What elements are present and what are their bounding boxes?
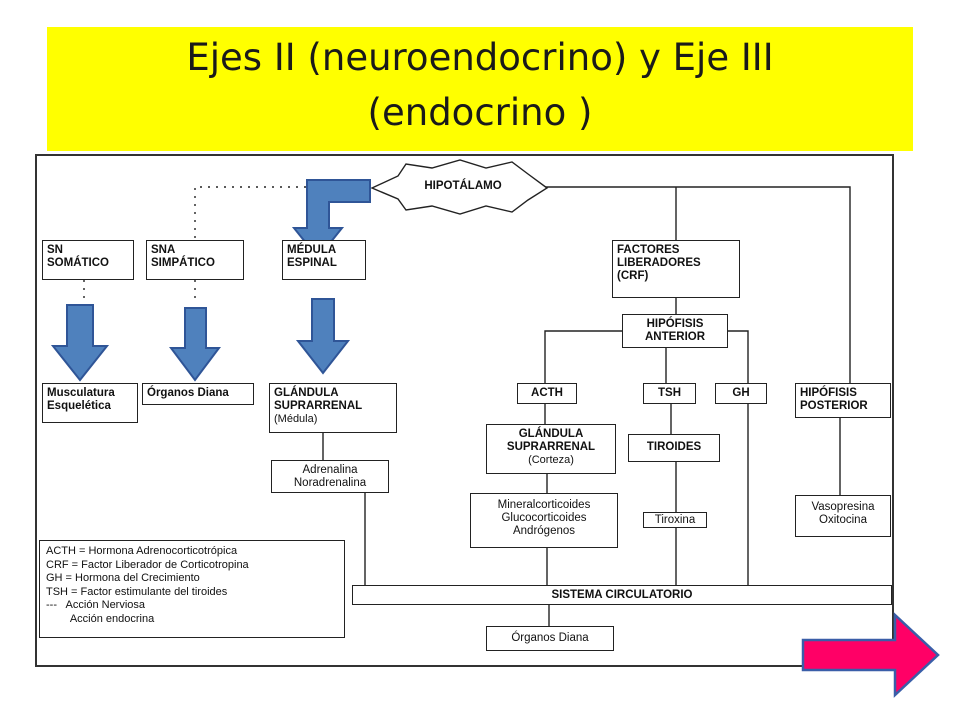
box-line: SUPRARRENAL <box>274 400 363 412</box>
title-line-1: Ejes II (neuroendocrino) y Eje III <box>186 36 774 79</box>
down-arrow-icon <box>295 298 351 375</box>
box-line: SOMÁTICO <box>47 257 109 269</box>
title-line-2: (endocrino ) <box>367 91 593 134</box>
box-line: Adrenalina <box>302 464 358 476</box>
down-arrow-icon <box>169 307 221 382</box>
diagram-frame <box>35 154 894 667</box>
endocrine-line <box>545 186 851 383</box>
box-line: FACTORES <box>617 244 680 256</box>
medula-espinal-box: MÉDULA ESPINAL <box>282 240 366 280</box>
next-slide-arrow-icon[interactable] <box>801 612 940 698</box>
box-line: (Médula) <box>274 413 318 425</box>
endocrine-line <box>728 330 749 383</box>
box-line: LIBERADORES <box>617 257 701 269</box>
box-line: ESPINAL <box>287 257 337 269</box>
box-line: GLÁNDULA <box>274 387 339 399</box>
tiroxina-box: Tiroxina <box>643 512 707 528</box>
box-line: MÉDULA <box>287 244 337 256</box>
musculatura-box: Musculatura Esquelética <box>42 383 138 423</box>
box-line: HIPÓFISIS <box>800 387 857 399</box>
hipotalamo-star-shape <box>370 159 549 215</box>
organos-diana-bottom-box: Órganos Diana <box>486 626 614 651</box>
legend-box: ACTH = Hormona Adrenocorticotrópica CRF … <box>39 540 345 638</box>
box-line: HIPÓFISIS <box>646 318 704 330</box>
glandula-medula-box: GLÁNDULA SUPRARRENAL (Médula) <box>269 383 397 433</box>
sna-simpatico-box: SNA SIMPÁTICO <box>146 240 244 280</box>
box-line: Andrógenos <box>512 525 576 537</box>
down-arrow-icon <box>50 304 110 382</box>
tsh-box: TSH <box>643 383 696 404</box>
box-line: (CRF) <box>617 270 649 282</box>
organos-diana-box: Órganos Diana <box>142 383 254 405</box>
box-line: TIROIDES <box>646 441 702 453</box>
box-line: ACTH <box>531 387 563 399</box>
box-line: Órganos Diana <box>147 387 229 399</box>
box-line: GH <box>732 387 750 399</box>
factores-liberadores-box: FACTORES LIBERADORES (CRF) <box>612 240 740 298</box>
box-line: Órganos Diana <box>511 632 589 644</box>
legend-entry: ACTH = Hormona Adrenocorticotrópica <box>46 545 238 557</box>
vasopresina-box: Vasopresina Oxitocina <box>795 495 891 537</box>
box-line: ANTERIOR <box>644 331 706 343</box>
legend-entry: CRF = Factor Liberador de Corticotropina <box>46 558 249 571</box>
box-line: Oxitocina <box>819 514 867 526</box>
box-line: Esquelética <box>47 400 111 412</box>
legend-entry: TSH = Factor estimulante del tiroides <box>46 585 228 598</box>
box-line: SNA <box>151 244 176 256</box>
box-line: GLÁNDULA <box>518 428 584 440</box>
box-line: Vasopresina <box>811 501 875 513</box>
tiroides-box: TIROIDES <box>628 434 720 462</box>
slide-title: Ejes II (neuroendocrino) y Eje III (endo… <box>47 30 913 140</box>
box-line: Tiroxina <box>654 514 696 526</box>
box-line: Musculatura <box>47 387 115 399</box>
box-line: Noradrenalina <box>293 477 367 489</box>
box-line: POSTERIOR <box>800 400 868 412</box>
hipofisis-anterior-box: HIPÓFISIS ANTERIOR <box>622 314 728 348</box>
endocrine-line <box>544 330 622 383</box>
gh-box: GH <box>715 383 767 404</box>
adrenalina-box: Adrenalina Noradrenalina <box>271 460 389 493</box>
box-line: SN <box>47 244 63 256</box>
box-line: SIMPÁTICO <box>151 257 215 269</box>
legend-entry: GH = Hormona del Crecimiento <box>46 572 200 584</box>
box-line: Mineralcorticoides <box>497 499 591 511</box>
sn-somatico-box: SN SOMÁTICO <box>42 240 134 280</box>
box-line: TSH <box>658 387 681 399</box>
hipotalamo-label: HIPOTÁLAMO <box>424 180 502 192</box>
sistema-circulatorio-box: SISTEMA CIRCULATORIO <box>352 585 892 605</box>
box-line: SISTEMA CIRCULATORIO <box>551 589 693 601</box>
acth-box: ACTH <box>517 383 577 404</box>
box-line: (Corteza) <box>528 454 574 466</box>
legend-entry: Acción endocrina <box>46 612 155 625</box>
box-line: SUPRARRENAL <box>506 441 596 453</box>
legend-entry: --- Acción Nerviosa <box>46 599 146 611</box>
glandula-corteza-box: GLÁNDULA SUPRARRENAL (Corteza) <box>486 424 616 474</box>
title-banner <box>47 27 913 151</box>
hormonas-corteza-box: Mineralcorticoides Glucocorticoides Andr… <box>470 493 618 548</box>
box-line: Glucocorticoides <box>501 512 587 524</box>
hipofisis-posterior-box: HIPÓFISIS POSTERIOR <box>795 383 891 418</box>
